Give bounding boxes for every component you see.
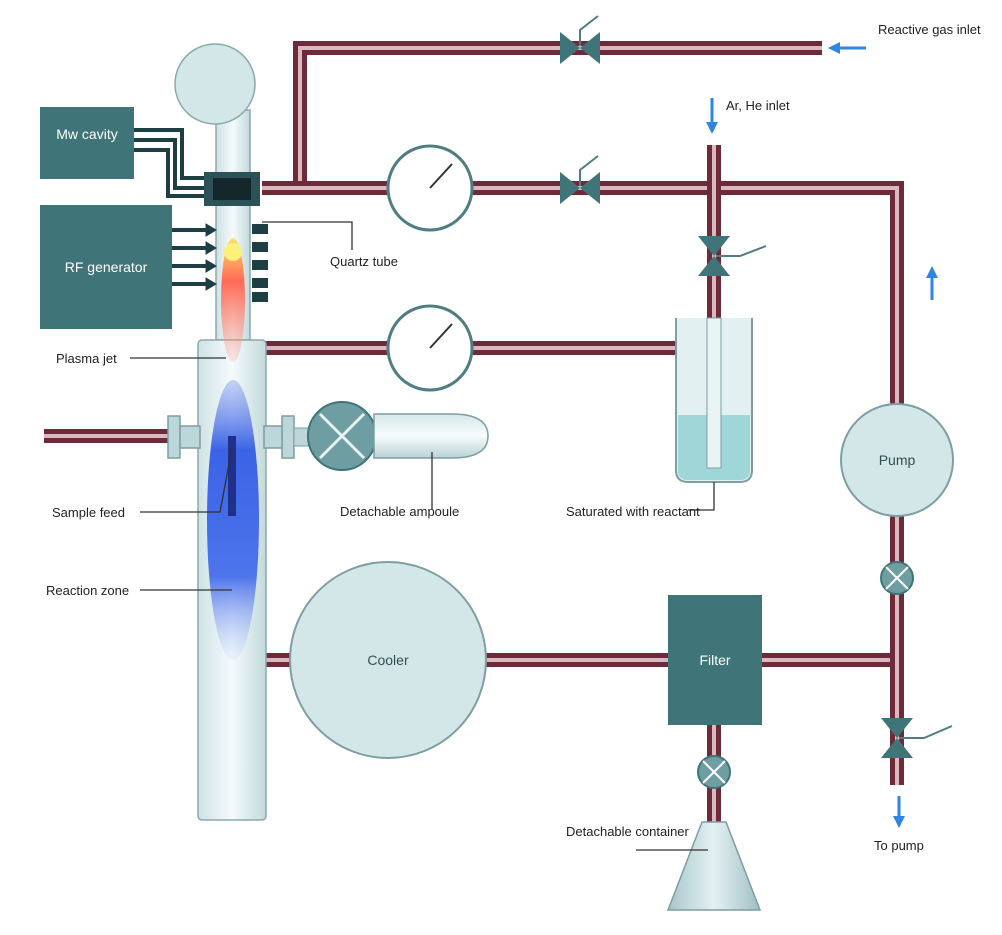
pump: Pump <box>840 403 954 517</box>
reaction-zone-label: Reaction zone <box>46 583 129 598</box>
valve-main-line <box>560 155 600 204</box>
ball-valve-pump <box>880 561 914 595</box>
reaction-zone-glow <box>207 380 259 660</box>
ball-valve-filter <box>697 755 731 789</box>
ar-he-inlet-label: Ar, He inlet <box>726 98 790 113</box>
detachable-container-label: Detachable container <box>566 824 690 839</box>
flow-arrows <box>706 42 938 828</box>
cooler: Cooler <box>289 561 487 759</box>
valve-top-line <box>560 15 600 64</box>
saturator-vessel <box>675 317 753 483</box>
filter: Filter <box>668 595 762 725</box>
valve-outlet-line <box>881 718 953 758</box>
mw-cavity-label: Mw cavity <box>56 126 117 142</box>
to-pump-label: To pump <box>874 838 924 853</box>
detachable-ampoule-label: Detachable ampoule <box>340 504 459 519</box>
rf-coil <box>252 224 268 302</box>
reactive-gas-inlet-label: Reactive gas inlet <box>878 22 981 37</box>
pressure-gauge-1 <box>386 144 474 232</box>
filter-label: Filter <box>699 652 730 668</box>
reactor-flanges <box>167 415 295 459</box>
pressure-gauge-2 <box>386 304 474 392</box>
valve-ar-line <box>698 236 767 276</box>
reactor-column <box>197 109 267 821</box>
rf-generator-label: RF generator <box>65 259 148 275</box>
leader-lines <box>130 221 715 851</box>
plasma-jet-flame <box>221 238 245 362</box>
pump-label: Pump <box>879 452 916 468</box>
mw-cavity: Mw cavity <box>40 107 134 179</box>
sample-feed-label: Sample feed <box>52 505 125 520</box>
cooler-label: Cooler <box>367 652 409 668</box>
rf-generator: RF generator <box>40 205 172 329</box>
plasma-jet-label: Plasma jet <box>56 351 117 366</box>
text-labels: Reactive gas inlet Ar, He inlet Quartz t… <box>46 22 981 853</box>
saturated-with-reactant-label: Saturated with reactant <box>566 504 700 519</box>
rf-arrows <box>172 223 217 291</box>
detachable-container <box>666 821 762 911</box>
quartz-tube-label: Quartz tube <box>330 254 398 269</box>
detachable-ampoule <box>293 401 489 471</box>
top-gauge <box>174 43 256 125</box>
